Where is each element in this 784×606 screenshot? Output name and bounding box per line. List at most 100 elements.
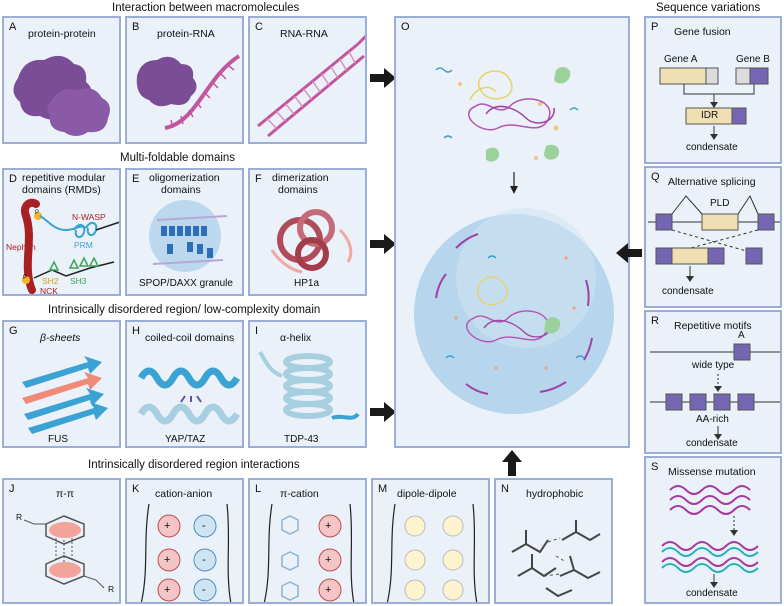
arrow-right-icon [370, 68, 396, 88]
rna-base-pair [275, 110, 286, 122]
panel-n-hydrophobic: N hydrophobic [494, 478, 613, 604]
panel-letter: S [651, 461, 659, 473]
panel-q-alternative-splicing: Q Alternative splicing PLD condensate [644, 166, 782, 308]
wide-type-label: wide type [692, 360, 735, 371]
panel-letter: R [651, 315, 659, 327]
panel-title: dipole-dipole [397, 488, 457, 500]
coiled-coil-illustration [137, 367, 241, 425]
arrow-left-icon [616, 243, 642, 263]
hydrophobic-illustration [511, 520, 601, 598]
panel-j-pi-pi: J π-π R R [2, 478, 121, 604]
panel-d-rmds: D repetitive modular domains (RMDs) P P … [2, 168, 121, 296]
rna-base-pair [266, 118, 278, 130]
panel-letter: A [9, 21, 17, 33]
panel-title: β-sheets [40, 332, 81, 344]
anion-minus: - [202, 554, 206, 566]
rna-base-pair [284, 103, 295, 115]
panel-letter: O [401, 21, 410, 33]
panel-title: hydrophobic [526, 488, 584, 500]
panel-o-condensate: O [394, 16, 630, 448]
cation-plus: + [164, 554, 171, 566]
panel-r-repetitive-motifs: R Repetitive motifs A wide type AA-rich … [644, 310, 782, 454]
panel-s-missense-mutation: S Missense mutation condensate [644, 456, 782, 604]
pi-cation-illustration [263, 503, 355, 602]
panel-title: cation-anion [155, 488, 213, 500]
panel-letter: M [378, 483, 388, 495]
panel-title: protein-protein [28, 28, 96, 40]
panel-title: α-helix [280, 332, 312, 344]
sh3-label: SH3 [70, 276, 87, 286]
panel-letter: H [132, 325, 140, 337]
panel-letter: D [9, 173, 17, 185]
panel-caption: TDP-43 [284, 434, 319, 445]
panel-i-alpha-helix: I α-helix TDP-43 [248, 320, 367, 448]
panel-title-line2: domains [278, 184, 318, 196]
panel-g-beta-sheets: G β-sheets FUS [2, 320, 121, 448]
gene-a-label: Gene A [664, 54, 698, 65]
cation-plus: + [325, 584, 332, 596]
repetitive-motifs-illustration [650, 343, 780, 440]
motif-a-label: A [738, 330, 745, 341]
alpha-helix-illustration [258, 350, 360, 420]
gene-fusion-illustration [659, 67, 769, 140]
panel-letter: N [501, 483, 509, 495]
idr-label: IDR [701, 110, 719, 121]
aa-rich-label: AA-rich [696, 414, 729, 425]
section-title-multi-foldable: Multi-foldable domains [120, 152, 236, 164]
panel-caption: SPOP/DAXX granule [139, 278, 233, 289]
panel-letter: G [9, 325, 18, 337]
panel-title-line2: domains (RMDs) [22, 184, 101, 196]
panel-letter: J [9, 483, 15, 495]
gene-b-label: Gene B [736, 54, 770, 65]
arrow-right-icon [370, 402, 396, 422]
p-label-top: P [35, 210, 40, 216]
panel-m-dipole-dipole: M dipole-dipole [371, 478, 490, 604]
p-label-bottom: P [23, 275, 28, 281]
protein-protein-illustration [13, 55, 110, 136]
panel-f-dimerization: F dimerization domains HP1a [248, 168, 367, 296]
condensate-formation-illustration [414, 67, 614, 414]
pi-pi-illustration [23, 515, 105, 589]
panel-k-cation-anion: K cation-anion + + + - - - [125, 478, 244, 604]
arrow-up-icon [502, 450, 522, 476]
panel-title: Gene fusion [674, 26, 731, 38]
panel-caption: YAP/TAZ [165, 434, 206, 445]
panel-letter: Q [651, 171, 660, 183]
panel-l-pi-cation: L π-cation + + + [248, 478, 367, 604]
r2-label: R [108, 584, 115, 594]
rna-base-pair [339, 58, 348, 71]
condensate-label: condensate [686, 438, 738, 449]
panel-letter: E [132, 173, 140, 185]
panel-letter: L [255, 483, 262, 495]
rna-base-pair [293, 95, 304, 108]
r1-label: R [16, 512, 23, 522]
panel-e-oligomerization: E oligomerization domains SPOP/DAXX gran… [125, 168, 244, 296]
panel-title: Missense mutation [668, 466, 756, 478]
panel-title: coiled-coil domains [145, 332, 235, 344]
panel-letter: I [255, 325, 259, 337]
panel-caption: HP1a [294, 278, 320, 289]
cation-plus: + [164, 520, 171, 532]
dimerization-illustration [270, 209, 353, 274]
panel-b-protein-rna: B protein-RNA [125, 16, 244, 144]
beta-sheets-illustration [22, 356, 108, 434]
panel-title-line1: dimerization [272, 172, 329, 184]
alternative-splicing-illustration [648, 194, 780, 282]
panel-letter: B [132, 21, 140, 33]
anion-minus: - [202, 584, 206, 596]
panel-title: Repetitive motifs [674, 320, 752, 332]
section-title-idr: Intrinsically disordered region/ low-com… [48, 304, 321, 316]
panel-a-protein-protein: A protein-protein [2, 16, 121, 144]
panel-title: π-cation [280, 488, 319, 500]
panel-title-line1: repetitive modular [22, 172, 106, 184]
rna-base-pair [330, 65, 339, 79]
anion-minus: - [202, 520, 206, 532]
protein-rna-illustration [136, 54, 241, 130]
prm-label: PRM [74, 240, 93, 250]
panel-title: π-π [56, 488, 74, 500]
panel-title-line2: domains [161, 184, 201, 196]
sh2-label: SH2 [42, 276, 59, 286]
panel-letter: P [651, 21, 659, 33]
missense-mutation-illustration [661, 485, 759, 588]
panel-title: Alternative splicing [668, 176, 756, 188]
